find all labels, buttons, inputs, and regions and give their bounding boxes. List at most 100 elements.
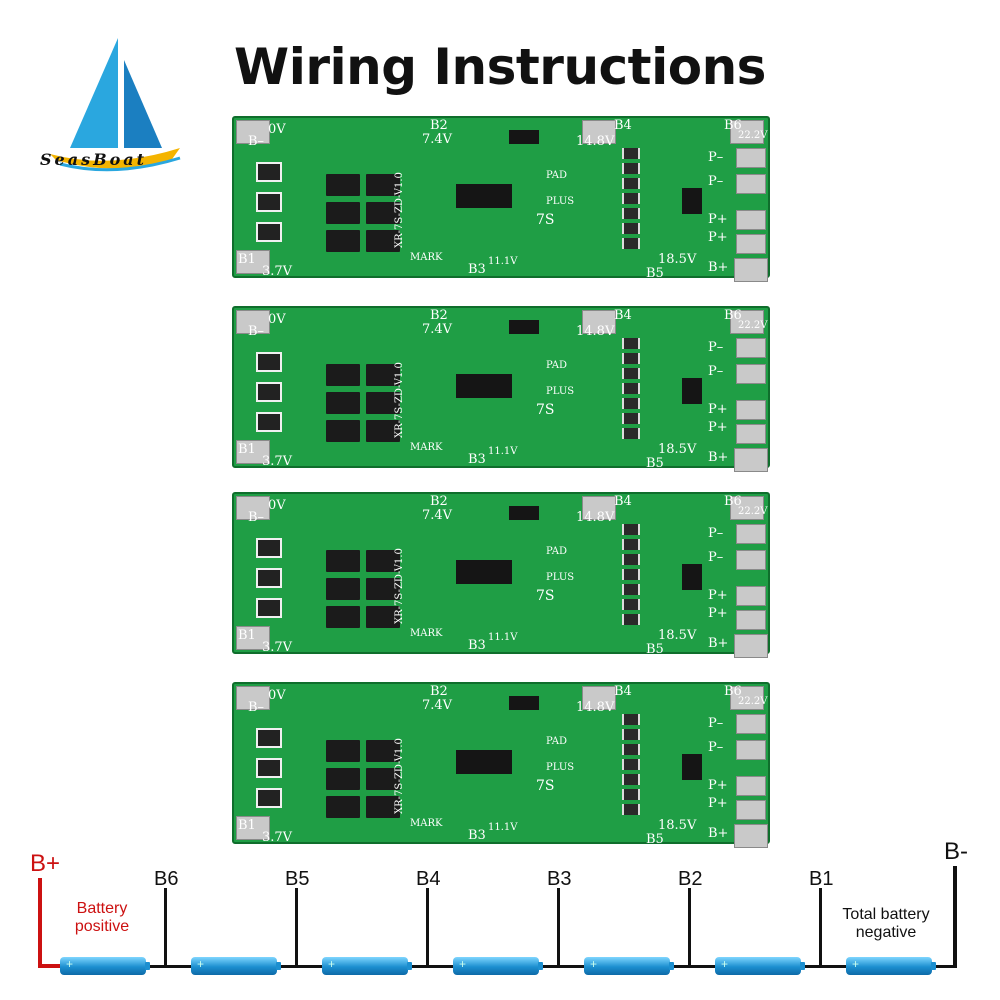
solder-pad	[734, 448, 768, 472]
output-pad	[736, 524, 766, 544]
board-label-pad: PAD	[546, 736, 568, 747]
board-label-v37: 3.7V	[262, 454, 293, 469]
solder-pad	[236, 686, 270, 710]
smd-capacitor	[622, 584, 640, 595]
mosfet-chip	[326, 606, 360, 628]
board-label-b3: B3	[468, 452, 486, 467]
mosfet-chip	[326, 420, 360, 442]
solder-pad	[734, 258, 768, 282]
board-label-p_plus: P+	[708, 796, 728, 811]
board-label-v74: 7.4V	[422, 322, 453, 337]
board-label-plus: PLUS	[546, 572, 575, 583]
board-label-v222: 22.2V	[738, 696, 768, 707]
board-label-v185: 18.5V	[658, 442, 697, 457]
board-label-v148: 14.8V	[576, 324, 615, 339]
board-label-p_minus: P–	[708, 740, 724, 755]
board-label-b2: B2	[430, 118, 448, 133]
cell-plus: +	[590, 957, 598, 971]
output-pad	[736, 174, 766, 194]
output-pad	[736, 424, 766, 444]
board-label-p_plus: P+	[708, 420, 728, 435]
node-tap	[688, 888, 691, 966]
cell-cap	[538, 962, 543, 970]
board-part-number: XR-7S-ZD-V1.0	[394, 362, 405, 438]
board-label-v148: 14.8V	[576, 510, 615, 525]
mosfet-chip	[326, 578, 360, 600]
series-wire	[412, 965, 453, 968]
board-label-p_minus: P–	[708, 526, 724, 541]
board-label-b6: B6	[724, 118, 742, 133]
solder-pad	[582, 496, 616, 520]
output-pad	[736, 550, 766, 570]
mosfet-chip	[366, 606, 400, 628]
board-label-b2: B2	[430, 308, 448, 323]
solder-pad	[730, 310, 764, 334]
series-wire	[150, 965, 191, 968]
node-label: B4	[416, 868, 441, 890]
cell-cap	[931, 962, 936, 970]
board-label-zero_v: 0V	[268, 498, 286, 513]
cell-cap	[407, 962, 412, 970]
smd-capacitor	[622, 398, 640, 409]
solder-pad	[734, 824, 768, 848]
solder-pad	[730, 496, 764, 520]
mosfet-chip	[366, 174, 400, 196]
mosfet-chip	[326, 174, 360, 196]
mosfet-chip	[366, 364, 400, 386]
board-label-p_minus: P–	[708, 364, 724, 379]
battery-cell: +	[453, 957, 543, 975]
node-label: B3	[547, 868, 572, 890]
series-wire	[543, 965, 584, 968]
board-label-v185: 18.5V	[658, 252, 697, 267]
mosfet-chip	[326, 740, 360, 762]
positive-note: Battery positive	[74, 900, 130, 935]
output-pad	[736, 148, 766, 168]
balance-ic	[456, 374, 512, 398]
solder-pad	[236, 496, 270, 520]
board-label-zero_v: 0V	[268, 122, 286, 137]
mosfet-chip	[366, 578, 400, 600]
board-label-b1: B1	[238, 818, 256, 833]
board-label-v74: 7.4V	[422, 508, 453, 523]
solder-pad	[734, 634, 768, 658]
mosfet-chip	[326, 392, 360, 414]
board-label-b3: B3	[468, 828, 486, 843]
smd-capacitor	[622, 208, 640, 219]
solder-pad	[236, 250, 270, 274]
board-label-v222: 22.2V	[738, 130, 768, 141]
resistor	[256, 728, 282, 748]
board-label-plus: PLUS	[546, 196, 575, 207]
battery-cell: +	[715, 957, 805, 975]
negative-wire	[936, 965, 955, 968]
board-label-zero_v: 0V	[268, 312, 286, 327]
smd-capacitor	[622, 599, 640, 610]
resistor	[256, 568, 282, 588]
board-label-b6: B6	[724, 494, 742, 509]
balance-ic	[456, 560, 512, 584]
battery-cell: +	[191, 957, 281, 975]
board-label-v37: 3.7V	[262, 640, 293, 655]
smd-capacitor	[622, 774, 640, 785]
board-label-zero_v: 0V	[268, 688, 286, 703]
sot-chip	[509, 130, 539, 144]
board-label-b1: B1	[238, 252, 256, 267]
mosfet-chip	[326, 768, 360, 790]
smd-capacitor	[622, 238, 640, 249]
board-label-b4: B4	[614, 308, 632, 323]
board-part-number: XR-7S-ZD-V1.0	[394, 172, 405, 248]
board-label-plus: PLUS	[546, 762, 575, 773]
solder-pad	[236, 120, 270, 144]
smd-capacitor	[622, 223, 640, 234]
mosfet-chip	[326, 550, 360, 572]
smd-capacitor	[622, 569, 640, 580]
resistor	[256, 412, 282, 432]
board-label-p_plus: P+	[708, 402, 728, 417]
node-tap	[164, 888, 167, 966]
negative-lead	[953, 866, 957, 968]
smd-capacitor	[622, 804, 640, 815]
board-label-v111: 11.1V	[488, 256, 518, 267]
output-pad	[736, 610, 766, 630]
mosfet-chip	[366, 768, 400, 790]
